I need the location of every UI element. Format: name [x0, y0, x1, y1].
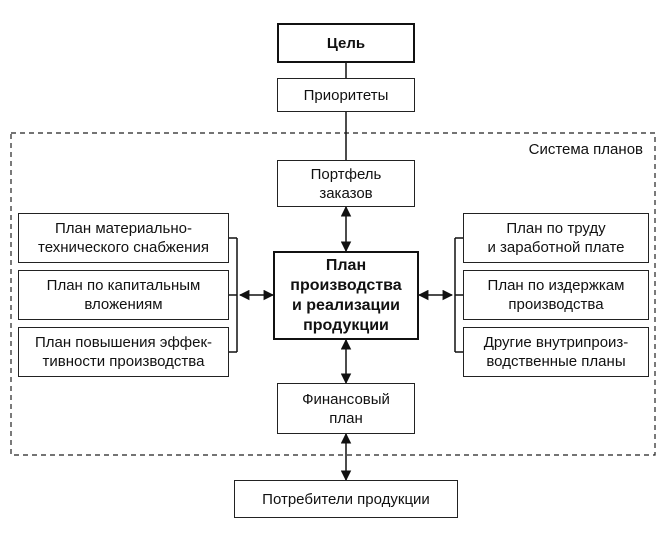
system-label: Система планов	[528, 141, 643, 158]
right-plan-box-2: План по издержкам производства	[463, 270, 649, 320]
central-plan-box: План производства и реализации продукции	[273, 251, 419, 340]
priorities-box: Приоритеты	[277, 78, 415, 112]
right-plan-box-1: План по труду и заработной плате	[463, 213, 649, 263]
left-plan-box-1: План материально- технического снабжения	[18, 213, 229, 263]
left-plan-box-2: План по капитальным вложениям	[18, 270, 229, 320]
system-boundary	[10, 132, 656, 456]
finance-box: Финансовый план	[277, 383, 415, 434]
consumers-box: Потребители продукции	[234, 480, 458, 518]
left-plan-box-3: План повышения эффек- тивности производс…	[18, 327, 229, 377]
right-plan-box-3: Другие внутрипроиз- водственные планы	[463, 327, 649, 377]
portfolio-box: Портфель заказов	[277, 160, 415, 207]
goal-box: Цель	[277, 23, 415, 63]
